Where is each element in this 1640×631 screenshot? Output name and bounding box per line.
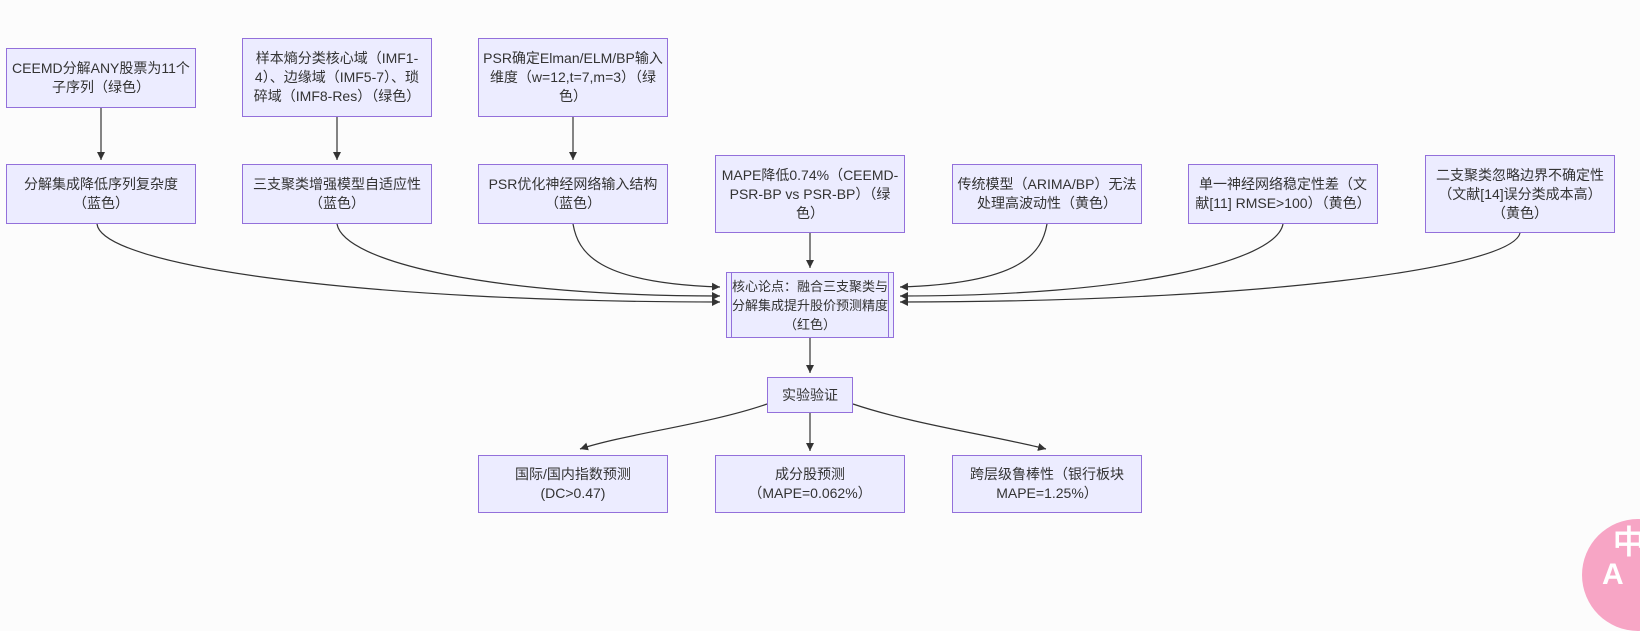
translate-button[interactable]: 中 A <box>1582 519 1640 631</box>
edge-decomposition-core <box>96 223 721 306</box>
translate-zh-glyph: 中 <box>1613 524 1640 560</box>
node-decomposition: 分解集成降低序列复杂度 （蓝色） <box>6 164 196 224</box>
edge-traditional-core <box>899 223 1048 291</box>
node-mape: MAPE降低0.74%（CEEMD- PSR-BP vs PSR-BP）（绿 色… <box>715 155 905 233</box>
node-traditional: 传统模型（ARIMA/BP）无法 处理高波动性（黄色） <box>952 164 1142 224</box>
node-single-nn: 单一神经网络稳定性差（文 献[11] RMSE>100）（黄色） <box>1188 164 1378 224</box>
node-psr-dimension: PSR确定Elman/ELM/BP输入 维度（w=12,t=7,m=3）（绿 色… <box>478 38 668 117</box>
node-ceemd: CEEMD分解ANY股票为11个 子序列（绿色） <box>6 48 196 108</box>
edge-psr-structure-core <box>572 223 721 291</box>
node-sample-entropy: 样本熵分类核心域（IMF1- 4）、边缘域（IMF5-7）、琐 碎域（IMF8-… <box>242 38 432 117</box>
node-index-prediction: 国际/国内指数预测 (DC>0.47) <box>478 455 668 513</box>
node-psr-structure: PSR优化神经网络输入结构 （蓝色） <box>478 164 668 224</box>
node-experiment: 实验验证 <box>767 377 853 413</box>
node-three-way: 三支聚类增强模型自适应性 （蓝色） <box>242 164 432 224</box>
translate-a-glyph: A <box>1602 558 1624 591</box>
node-two-way: 二支聚类忽略边界不确定性 （文献[14]误分类成本高） （黄色） <box>1425 155 1615 233</box>
node-robustness: 跨层级鲁棒性（银行板块 MAPE=1.25%） <box>952 455 1142 513</box>
edge-three-way-core <box>336 223 721 300</box>
node-constituent-prediction: 成分股预测 （MAPE=0.062%） <box>715 455 905 513</box>
node-core-thesis: 核心论点：融合三支聚类与 分解集成提升股价预测精度 （红色） <box>726 272 894 338</box>
edge-experiment-robustness <box>852 403 1047 451</box>
edge-single-nn-core <box>899 223 1284 300</box>
edge-two-way-core <box>899 232 1521 306</box>
edge-experiment-index <box>579 403 768 451</box>
